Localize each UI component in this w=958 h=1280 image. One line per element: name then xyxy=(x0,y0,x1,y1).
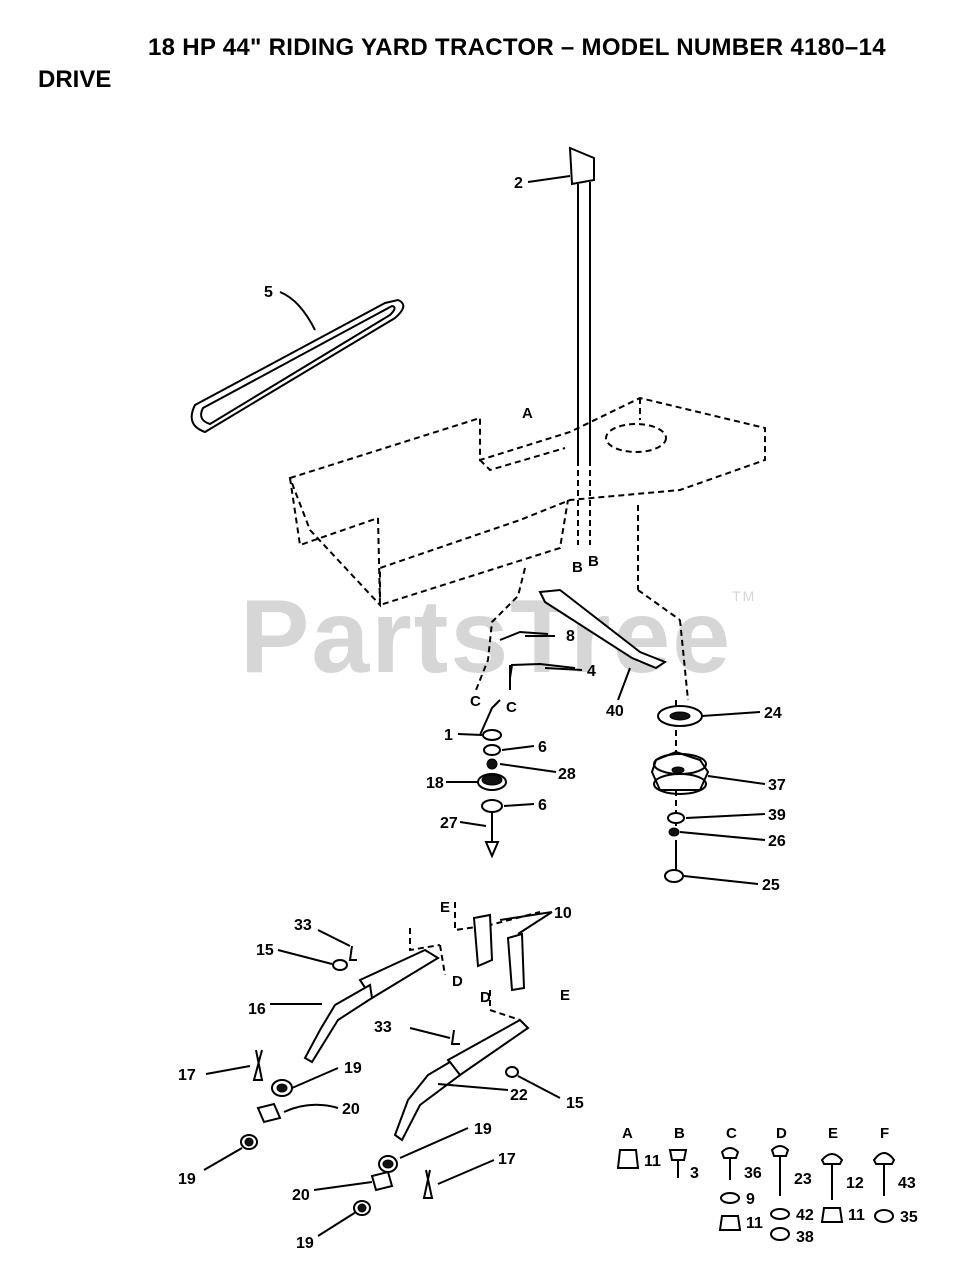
key-part: 11 xyxy=(848,1207,865,1224)
callout-label: 27 xyxy=(440,815,458,832)
callout-label: 40 xyxy=(606,703,624,720)
key-part: 11 xyxy=(644,1153,661,1170)
ref-letter-c: C xyxy=(506,699,517,716)
section-title: DRIVE xyxy=(38,66,112,93)
callout-label: 19 xyxy=(344,1060,362,1077)
callout-label: 20 xyxy=(292,1187,310,1204)
callout-label: 26 xyxy=(768,833,786,850)
key-letter-f: F xyxy=(880,1125,889,1142)
callout-label: 22 xyxy=(510,1087,528,1104)
key-part: 9 xyxy=(746,1191,755,1208)
callout-label: 1 xyxy=(444,727,453,744)
shift-rod xyxy=(568,146,595,545)
reference-letters: A B B C C E E D D xyxy=(440,405,599,1006)
key-part: 43 xyxy=(898,1175,916,1192)
key-part: 35 xyxy=(900,1209,918,1226)
key-letter-a: A xyxy=(622,1125,633,1142)
callout-label: 19 xyxy=(474,1121,492,1138)
key-letter-d: D xyxy=(776,1125,787,1142)
ref-letter-b: B xyxy=(588,553,599,570)
callout-label: 6 xyxy=(538,739,547,756)
callout-label: 2 xyxy=(514,175,523,192)
callout-label: 17 xyxy=(498,1151,516,1168)
callout-label: 19 xyxy=(178,1171,196,1188)
callout-label: 5 xyxy=(264,284,273,301)
callout-label: 6 xyxy=(538,797,547,814)
key-letter-b: B xyxy=(674,1125,685,1142)
callout-label: 10 xyxy=(554,905,572,922)
callout-label: 37 xyxy=(768,777,786,794)
ref-letter-d: D xyxy=(480,989,491,1006)
watermark-tm: TM xyxy=(732,588,757,604)
callout-label: 18 xyxy=(426,775,444,792)
key-part: 42 xyxy=(796,1207,814,1224)
ref-letter-e: E xyxy=(440,899,450,916)
key-part: 38 xyxy=(796,1229,814,1246)
ref-letter-a: A xyxy=(522,405,533,422)
idler-assembly xyxy=(477,729,507,859)
ref-letter-c: C xyxy=(470,693,481,710)
key-part: 23 xyxy=(794,1171,812,1188)
callout-label: 15 xyxy=(256,942,274,959)
page-title: 18 HP 44" RIDING YARD TRACTOR – MODEL NU… xyxy=(148,34,886,61)
frame xyxy=(288,396,766,701)
callout-label: 33 xyxy=(374,1019,392,1036)
hardware-key: A 11 B 3 C 36 9 11 D 23 42 38 E 12 11 F xyxy=(616,1125,918,1246)
drive-belt xyxy=(190,298,405,434)
ref-letter-d: D xyxy=(452,973,463,990)
leader-lines xyxy=(203,175,766,1237)
callout-label: 28 xyxy=(558,766,576,783)
callout-label: 16 xyxy=(248,1001,266,1018)
ref-letter-b: B xyxy=(572,559,583,576)
callout-label: 39 xyxy=(768,807,786,824)
key-part: 3 xyxy=(690,1165,699,1182)
pedal-assembly xyxy=(240,902,541,1216)
callout-label: 17 xyxy=(178,1067,196,1084)
callout-labels: 2 5 8 4 40 1 6 28 18 6 27 24 37 39 26 25… xyxy=(178,175,786,1252)
key-letter-c: C xyxy=(726,1125,737,1142)
key-part: 36 xyxy=(744,1165,762,1182)
callout-label: 15 xyxy=(566,1095,584,1112)
callout-label: 4 xyxy=(587,663,596,680)
ref-letter-e: E xyxy=(560,987,570,1004)
key-part: 11 xyxy=(746,1215,763,1232)
callout-label: 33 xyxy=(294,917,312,934)
control-rods xyxy=(475,567,668,736)
callout-label: 25 xyxy=(762,877,780,894)
callout-label: 19 xyxy=(296,1235,314,1252)
callout-label: 24 xyxy=(764,705,782,722)
clutch-stack xyxy=(650,700,710,883)
key-part: 12 xyxy=(846,1175,864,1192)
callout-label: 20 xyxy=(342,1101,360,1118)
key-letter-e: E xyxy=(828,1125,838,1142)
callout-label: 8 xyxy=(566,628,575,645)
